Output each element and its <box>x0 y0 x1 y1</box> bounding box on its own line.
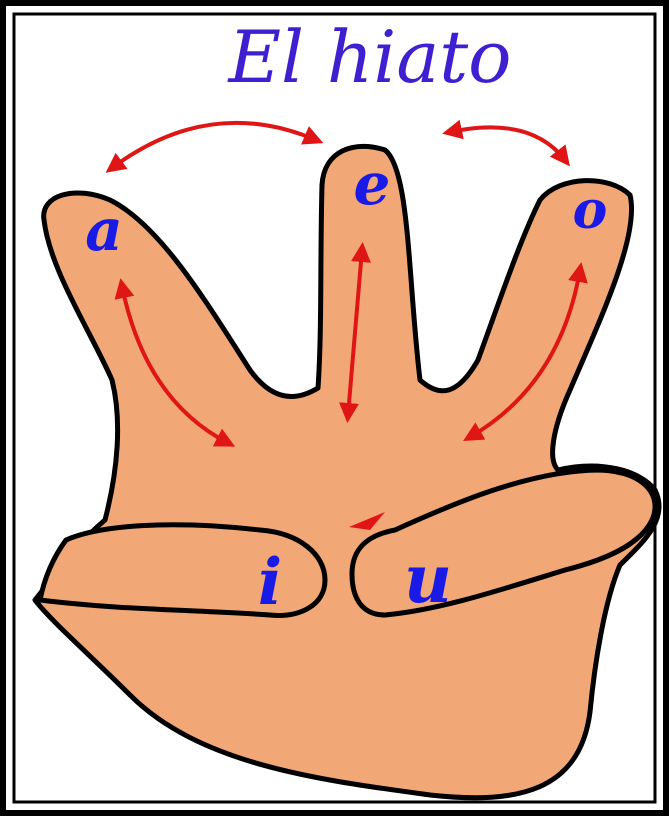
hand <box>35 146 659 797</box>
vowel-a: a <box>85 196 123 264</box>
finger-i <box>40 525 325 616</box>
vowel-i: i <box>258 545 282 620</box>
vowel-o: o <box>573 180 608 241</box>
title: El hiato <box>226 15 511 99</box>
vowel-u: u <box>404 540 452 618</box>
vowel-e: e <box>354 150 391 218</box>
arrow-a-e <box>112 123 316 168</box>
arrow-e-o <box>450 127 565 160</box>
